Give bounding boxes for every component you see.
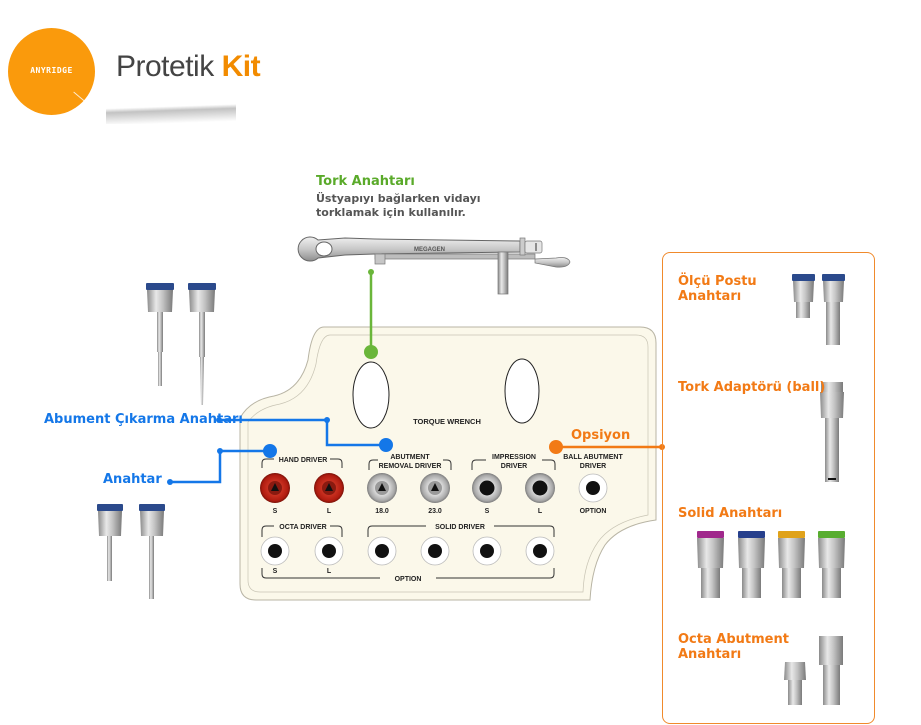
hand-driver-label: HAND DRIVER xyxy=(279,457,328,464)
solid-driver-yellow xyxy=(778,531,805,598)
solid-driver-label: SOLID DRIVER xyxy=(435,524,485,531)
impression-label-1: IMPRESSION xyxy=(492,454,536,461)
ball-abutment-label-1: BALL ABUTMENT xyxy=(563,454,623,461)
option-panel xyxy=(662,252,875,724)
octa-driver-label: OCTA DRIVER xyxy=(279,524,326,531)
slot-removal-18 xyxy=(367,473,397,503)
option-item-label-line1: Tork Adaptörü (ball) xyxy=(678,380,826,395)
hand-s-label: S xyxy=(273,508,278,515)
abutment-removal-driver-short xyxy=(146,283,174,386)
slot-octa-l xyxy=(314,536,344,566)
ball-abutment-label-2: DRIVER xyxy=(580,463,606,470)
torque-wrench-tool: MEGAGEN xyxy=(297,236,571,295)
slot-removal-23 xyxy=(420,473,450,503)
torque-adaptor-ball xyxy=(820,382,844,482)
impression-l-label: L xyxy=(538,508,543,515)
torque-wrench-connector xyxy=(364,269,378,359)
option-item-label-line1: Ölçü Postu xyxy=(678,274,757,289)
solid-driver-green xyxy=(818,531,845,598)
hand-driver-callout: Anahtar xyxy=(103,472,162,487)
abutment-removal-callout: Abument Çıkarma Anahtarı xyxy=(44,412,243,427)
removal-2-label: 23.0 xyxy=(428,508,442,515)
option-connector xyxy=(549,440,665,454)
solid-drivers xyxy=(697,531,845,598)
impression-driver-short xyxy=(792,274,815,318)
torque-wrench-tray-label: TORQUE WRENCH xyxy=(413,417,481,426)
anyridge-logo: ANYRIDGE xyxy=(8,28,95,115)
option-item-label-line2: Anahtarı xyxy=(678,289,742,304)
abutment-removal-driver-long xyxy=(188,283,216,405)
impression-s-label: S xyxy=(485,508,490,515)
page-title: Protetik Kit xyxy=(116,50,261,84)
abutment-removal-connector xyxy=(216,417,393,452)
slot-hand-l xyxy=(314,473,344,503)
title-underline xyxy=(106,100,236,124)
title-highlight: Kit xyxy=(221,50,261,83)
slot-impression-l xyxy=(525,473,555,503)
slot-solid-1 xyxy=(367,536,397,566)
torque-wrench-slot-right xyxy=(504,358,540,424)
torque-wrench-slot-left xyxy=(352,361,390,429)
option-item-label-line2: Anahtarı xyxy=(678,647,742,662)
impression-driver-long xyxy=(822,274,845,345)
slot-ball-abutment xyxy=(578,473,608,503)
abutment-removal-label-1: ABUTMENT xyxy=(390,454,430,461)
hand-driver-connector xyxy=(167,444,277,485)
hand-l-label: L xyxy=(327,508,332,515)
bottom-option-label: OPTION xyxy=(395,576,422,583)
octa-l-label: L xyxy=(327,568,332,575)
option-callout: Opsiyon xyxy=(571,428,631,443)
slot-solid-4 xyxy=(525,536,555,566)
abutment-removal-label-2: REMOVAL DRIVER xyxy=(379,463,442,470)
title-prefix: Protetik xyxy=(116,50,214,83)
wrench-brand-text: MEGAGEN xyxy=(414,247,445,253)
removal-1-label: 18.0 xyxy=(375,508,389,515)
solid-driver-purple xyxy=(697,531,724,598)
option-item-solid-driver: Solid Anahtarı xyxy=(678,506,782,521)
slot-solid-3 xyxy=(472,536,502,566)
option-item-octa-abutment: Octa Abutment Anahtarı xyxy=(678,632,789,662)
option-item-label-line1: Solid Anahtarı xyxy=(678,506,783,521)
hand-driver-long xyxy=(139,504,165,599)
octa-s-label: S xyxy=(273,568,278,575)
octa-abutment-drivers xyxy=(784,636,843,705)
hand-driver-short xyxy=(97,504,123,581)
slot-impression-s xyxy=(472,473,502,503)
slot-octa-s xyxy=(260,536,290,566)
impression-label-2: DRIVER xyxy=(501,463,527,470)
torque-wrench-description: Üstyapıyı bağlarken vidayı torklamak içi… xyxy=(316,192,496,220)
solid-driver-blue xyxy=(738,531,765,598)
torque-wrench-title: Tork Anahtarı xyxy=(316,174,415,189)
ball-option-label: OPTION xyxy=(580,508,607,515)
option-item-label-line1: Octa Abutment xyxy=(678,632,789,647)
slot-solid-2 xyxy=(420,536,450,566)
description-line-2: torklamak için kullanılır. xyxy=(316,206,466,219)
option-item-torque-adaptor: Tork Adaptörü (ball) xyxy=(678,380,825,395)
description-line-1: Üstyapıyı bağlarken vidayı xyxy=(316,192,481,205)
slot-hand-s xyxy=(260,473,290,503)
option-item-impression-driver: Ölçü Postu Anahtarı xyxy=(678,274,757,304)
kit-tray: TORQUE WRENCH HAND DRIVER ABUTMENT REMOV… xyxy=(239,326,657,601)
logo-text: ANYRIDGE xyxy=(30,66,73,75)
